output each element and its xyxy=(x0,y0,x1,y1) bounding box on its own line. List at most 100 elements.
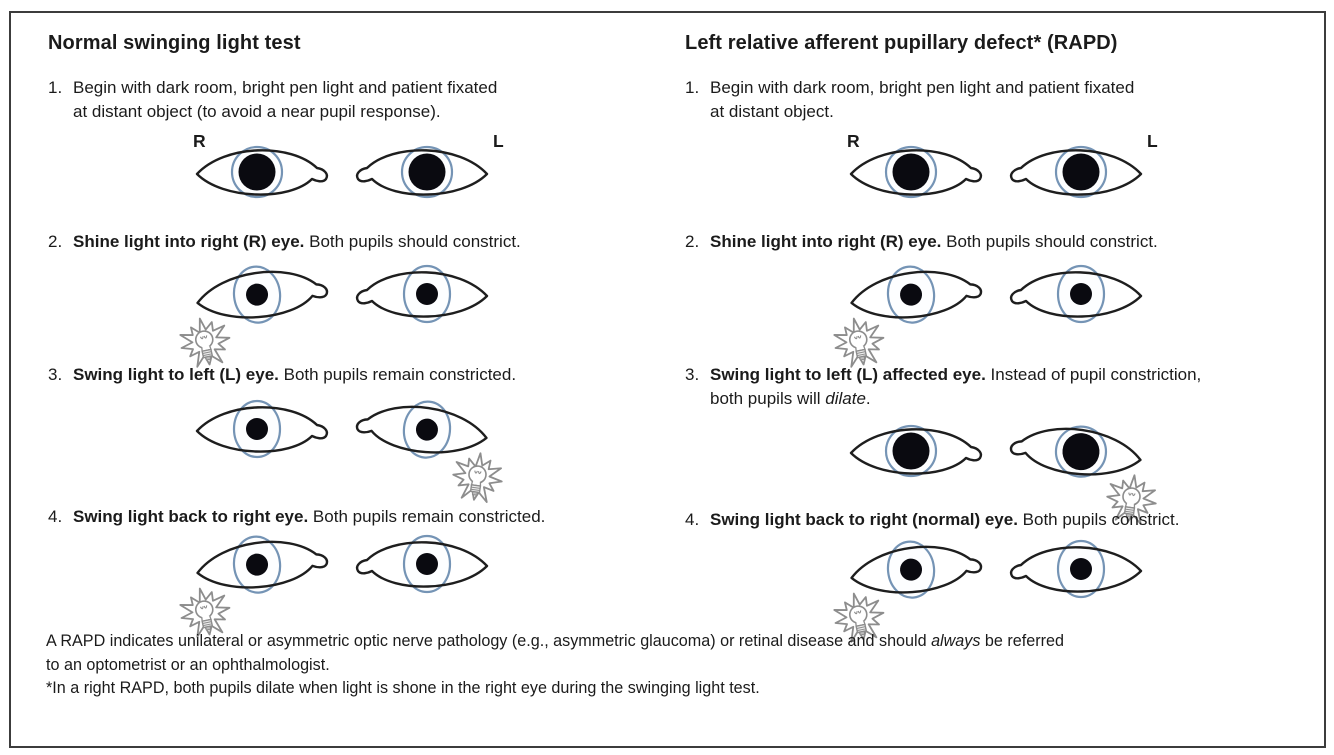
footnote-line-2: to an optometrist or an ophthalmologist. xyxy=(46,654,330,674)
left-eye xyxy=(1009,145,1143,199)
step-text-bold: Swing light back to right eye. xyxy=(73,507,309,526)
eyelid-outline xyxy=(850,545,983,594)
eyelid-outline xyxy=(849,428,983,475)
eye-pair-svg xyxy=(833,264,1143,368)
pupil xyxy=(900,283,923,306)
eye-pair-svg xyxy=(195,399,503,503)
pupil xyxy=(1070,283,1092,305)
eye-pair-diagram xyxy=(141,255,541,383)
pupil xyxy=(246,283,269,306)
pupil xyxy=(408,153,446,191)
step-text-normal: Instead of pupil constriction, both pupi… xyxy=(710,365,1202,408)
step-text: Swing light back to right eye. Both pupi… xyxy=(73,505,545,529)
pupil xyxy=(900,558,923,581)
eye-pair-diagram xyxy=(795,530,1195,658)
normal-test-column: Normal swinging light test 1. Begin with… xyxy=(46,12,676,638)
step-number: 1. xyxy=(48,78,63,97)
rapd-column: Left relative afferent pupillary defect*… xyxy=(683,12,1328,643)
pen-light-icon xyxy=(179,317,231,368)
step-1-rapd: 1. Begin with dark room, bright pen ligh… xyxy=(685,76,1134,123)
step-text-normal: Begin with dark room, bright pen light a… xyxy=(73,78,498,121)
step-text-normal: Begin with dark room, bright pen light a… xyxy=(710,78,1135,121)
eye-pair-svg xyxy=(195,145,489,199)
step-3-normal: 3. Swing light to left (L) eye. Both pup… xyxy=(48,363,516,387)
eyelid-outline xyxy=(1009,427,1142,476)
eyelid-outline xyxy=(196,540,329,589)
eye-pair-diagram xyxy=(141,390,541,518)
step-text-normal: Both pupils remain constricted. xyxy=(278,365,517,384)
step-4-rapd: 4. Swing light back to right (normal) ey… xyxy=(685,508,1180,532)
step-number: 2. xyxy=(685,232,700,251)
step-text: Swing light back to right (normal) eye. … xyxy=(710,508,1180,532)
column-title-rapd: Left relative afferent pupillary defect*… xyxy=(685,32,1118,54)
right-eye xyxy=(850,265,983,324)
step-number: 1. xyxy=(685,78,700,97)
eye-pair-diagram xyxy=(795,412,1195,540)
eyelid-outline xyxy=(195,406,329,453)
step-text-normal: Both pupils should constrict. xyxy=(304,232,521,251)
step-number: 4. xyxy=(48,507,63,526)
step-text-bold: Swing light back to right (normal) eye. xyxy=(710,510,1018,529)
eyelid-outline xyxy=(1009,149,1143,196)
footnote-line-1: A RAPD indicates unilateral or asymmetri… xyxy=(46,631,1064,650)
pupil xyxy=(415,418,438,441)
eyelid-outline xyxy=(196,270,329,319)
eye-pair-svg xyxy=(179,534,489,638)
pen-light-icon xyxy=(833,592,885,643)
step-text-normal2: . xyxy=(865,388,871,408)
eyelid-outline xyxy=(355,405,488,454)
eyelid-outline xyxy=(355,271,489,318)
eye-pair-svg xyxy=(849,145,1143,199)
footnote-line-3: *In a right RAPD, both pupils dilate whe… xyxy=(46,678,760,697)
step-text-italic: dilate xyxy=(825,388,866,408)
eye-pair-svg xyxy=(849,424,1157,525)
step-2-rapd: 2. Shine light into right (R) eye. Both … xyxy=(685,230,1158,254)
eye-pair-svg xyxy=(179,264,489,368)
step-text-normal: Both pupils constrict. xyxy=(1017,510,1180,529)
step-text: Swing light to left (L) affected eye. In… xyxy=(710,363,1201,410)
pen-light-icon xyxy=(452,452,503,503)
eyelid-outline xyxy=(195,149,329,196)
step-3-rapd: 3. Swing light to left (L) affected eye.… xyxy=(685,363,1201,410)
step-text-bold: Shine light into right (R) eye. xyxy=(710,232,942,251)
right-eye xyxy=(850,540,983,599)
eye-pair-svg xyxy=(833,539,1143,643)
step-number: 3. xyxy=(685,365,700,384)
left-eye xyxy=(355,400,488,459)
eyelid-outline xyxy=(850,270,983,319)
left-eye xyxy=(355,145,489,199)
left-eye xyxy=(1009,264,1143,324)
figure-border xyxy=(9,11,1326,748)
pupil xyxy=(246,553,269,576)
right-eye xyxy=(195,145,329,199)
step-text-bold: Shine light into right (R) eye. xyxy=(73,232,305,251)
step-number: 2. xyxy=(48,232,63,251)
pupil xyxy=(892,432,930,470)
eyelid-outline xyxy=(355,149,489,196)
footnote: A RAPD indicates unilateral or asymmetri… xyxy=(46,629,1310,700)
left-eye-label: L xyxy=(1147,131,1158,151)
step-number: 4. xyxy=(685,510,700,529)
right-eye xyxy=(195,399,329,459)
step-1-normal: 1. Begin with dark room, bright pen ligh… xyxy=(48,76,497,123)
pupil xyxy=(1062,433,1100,471)
eyelid-outline xyxy=(1009,271,1143,318)
step-2-normal: 2. Shine light into right (R) eye. Both … xyxy=(48,230,521,254)
eyelid-outline xyxy=(355,541,489,588)
right-eye xyxy=(849,424,983,478)
pupil xyxy=(1070,558,1092,580)
eyelid-outline xyxy=(849,149,983,196)
step-text: Begin with dark room, bright pen light a… xyxy=(73,76,497,123)
step-4-normal: 4. Swing light back to right eye. Both p… xyxy=(48,505,545,529)
pupil xyxy=(246,418,268,440)
step-text: Shine light into right (R) eye. Both pup… xyxy=(710,230,1158,254)
eyelid-outline xyxy=(1009,546,1143,593)
eye-pair-diagram xyxy=(795,255,1195,383)
left-eye-label: L xyxy=(493,131,504,151)
step-text-normal: Both pupils remain constricted. xyxy=(308,507,546,526)
right-eye-label: R xyxy=(193,131,206,151)
step-text-bold: Swing light to left (L) affected eye. xyxy=(710,365,986,384)
pupil xyxy=(416,283,438,305)
